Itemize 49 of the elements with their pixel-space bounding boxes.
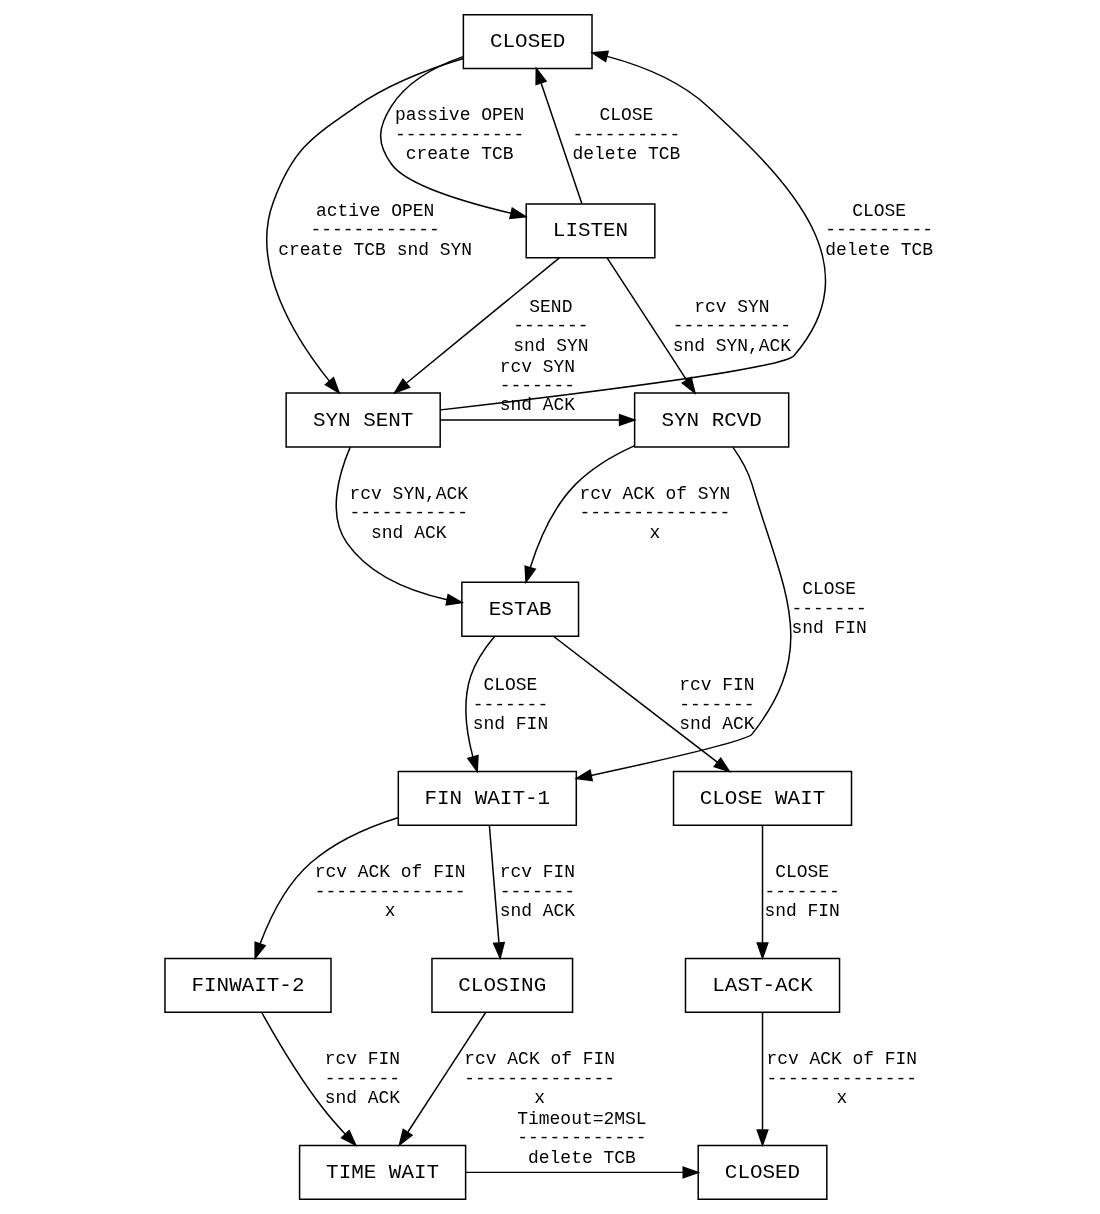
edge-label: passive OPEN ------------ create TCB [394,105,524,165]
arrow [605,257,696,395]
arrow [379,55,528,220]
arrow [260,1011,357,1147]
edge-label: CLOSE ---------- delete TCB [824,201,933,260]
edge-label: Timeout=2MSL ------------ delete TCB [516,1108,646,1168]
edge-label: rcv SYN,ACK ----------- snd ACK [349,483,468,543]
node-box: CLOSED [696,1144,828,1201]
edge-label: rcv ACK of FIN -------------- x [463,1049,615,1108]
edge-label: rcv FIN ------- snd ACK [499,862,575,922]
node-box: SYN SENT [284,392,441,448]
edge-label: rcv FIN ------- snd ACK [324,1049,400,1108]
edge-label: rcv ACK of FIN -------------- x [765,1049,917,1108]
node-box: SYN RCVD [633,392,789,448]
node-box: TIME WAIT [298,1144,466,1201]
edge-label: rcv FIN ------- snd ACK [678,675,755,735]
node-box: CLOSED [462,13,593,70]
node-box: FINWAIT-2 [163,957,332,1014]
arrow [552,635,731,773]
arrow [755,824,769,961]
node-box: LISTEN [524,203,656,259]
node-box: CLOSING [430,957,573,1014]
edge-label: CLOSE ---------- delete TCB [572,105,680,165]
node-box: LAST-ACK [684,957,840,1014]
arrow [464,1166,700,1179]
edge-label: rcv ACK of FIN -------------- x [314,862,465,922]
edge-label: CLOSE ------- snd FIN [763,862,840,922]
arrow [464,635,495,774]
edge-label: active OPEN ------------ create TCB snd SYN [277,201,472,260]
node-box: FIN WAIT-1 [397,770,577,827]
arrow [397,1011,486,1147]
arrow [265,57,464,395]
node-box: ESTAB [460,581,579,637]
arrow [439,50,826,411]
arrow [335,446,464,606]
edge-label: rcv SYN ----------- snd SYN,ACK [672,296,791,356]
arrow [523,445,635,585]
node-box: CLOSE WAIT [672,770,852,827]
arrow [573,446,792,782]
arrow [755,1011,769,1148]
edge-label: CLOSE ------- snd FIN [472,675,548,735]
edge-label: rcv SYN ------- snd ACK [499,356,575,416]
edge-label: rcv ACK of SYN -------------- x [578,483,730,543]
arrow [534,66,583,205]
arrow [439,413,637,427]
arrow [392,257,560,395]
arrow [488,824,505,961]
arrow [253,816,399,961]
edge-label: CLOSE ------- snd FIN [790,579,867,639]
